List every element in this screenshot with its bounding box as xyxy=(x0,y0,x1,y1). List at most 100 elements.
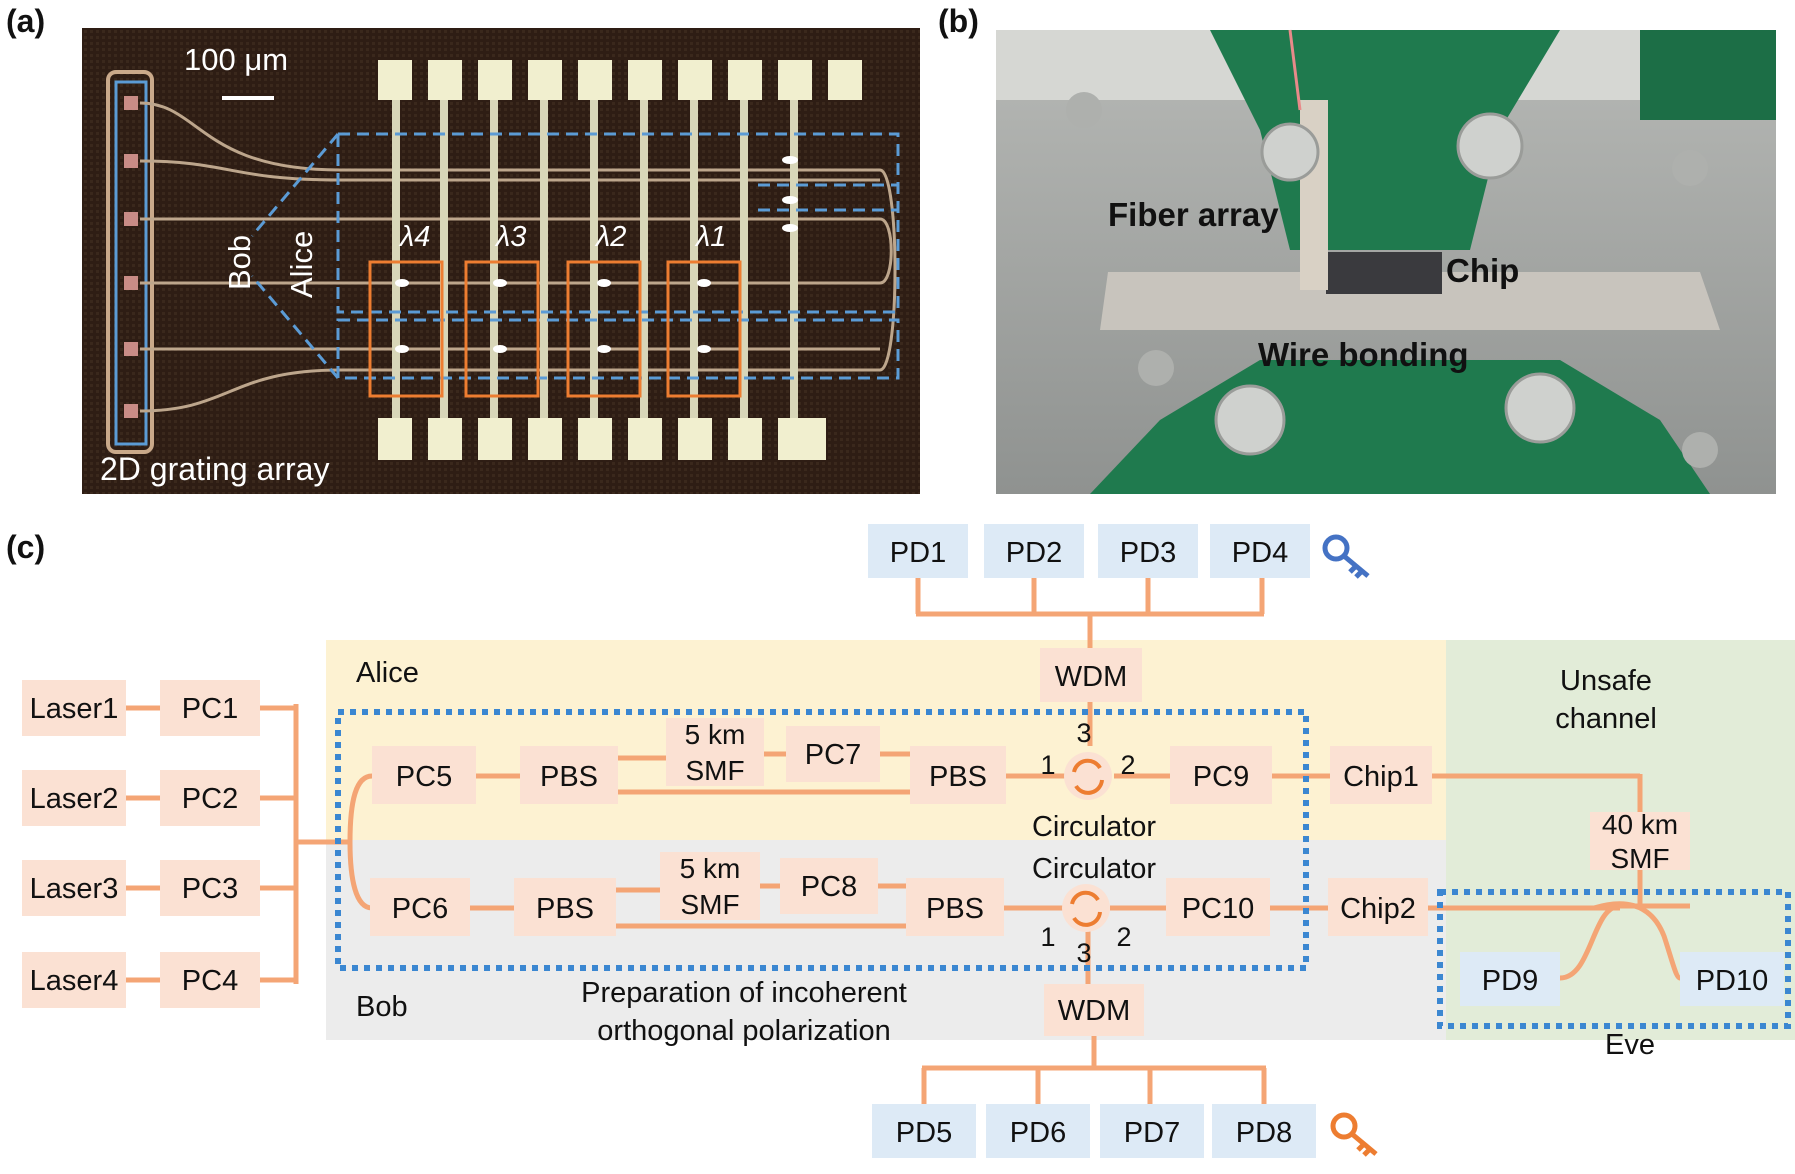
unsafe-label-line2: channel xyxy=(1555,703,1657,735)
circ-top-port2: 2 xyxy=(1120,750,1135,780)
circ-top-port1: 1 xyxy=(1040,750,1055,780)
bob-smf-line2: SMF xyxy=(680,889,739,920)
bob-wdm-label: WDM xyxy=(1058,995,1130,1027)
circulator-top: 3 1 2 Circulator xyxy=(1032,718,1156,843)
laser3-box xyxy=(22,860,126,916)
scale-bar-label: 100 μm xyxy=(184,42,288,77)
circ-bottom-port2: 2 xyxy=(1116,922,1131,952)
bob-pbs1-label: PBS xyxy=(536,893,594,925)
circ-bottom-port3: 3 xyxy=(1076,938,1091,968)
smf-40km-line2: SMF xyxy=(1610,843,1669,874)
bob-wdm-box xyxy=(1044,984,1144,1036)
fiber-strand xyxy=(1288,29,1302,111)
chip-label: Chip xyxy=(1446,252,1519,289)
lambda-3-label: λ3 xyxy=(494,221,526,253)
chip2-label: Chip2 xyxy=(1340,893,1416,925)
key-icon-blue xyxy=(1322,534,1370,579)
pc1-box xyxy=(160,680,260,736)
circ-bottom-port1: 1 xyxy=(1040,922,1055,952)
pd3-box xyxy=(1098,524,1198,578)
fiber-array-label: Fiber array xyxy=(1108,196,1279,233)
pd8-label: PD8 xyxy=(1236,1117,1292,1149)
laser-sources: Laser1 Laser2 Laser3 Laser4 PC1 PC2 PC3 … xyxy=(22,680,260,1008)
panel-label-c: (c) xyxy=(6,529,45,565)
pc7-box xyxy=(786,726,880,782)
pc10-label: PC10 xyxy=(1182,893,1255,925)
pd4-label: PD4 xyxy=(1232,537,1288,569)
fiber-lines xyxy=(126,576,1690,1104)
pd2-box xyxy=(984,524,1084,578)
grating-highlight xyxy=(114,80,148,446)
chip2-box xyxy=(1328,878,1428,936)
circ-bottom-label: Circulator xyxy=(1032,853,1156,885)
lambda-1-label: λ1 xyxy=(694,221,726,253)
pc9-box xyxy=(1170,746,1272,804)
eve-label: Eve xyxy=(1605,1029,1655,1061)
grating-frame xyxy=(106,70,154,454)
screw-4 xyxy=(1504,372,1576,444)
pd7-box xyxy=(1100,1104,1204,1158)
screw-1 xyxy=(1260,122,1320,182)
bob-pbs2-label: PBS xyxy=(926,893,984,925)
wire-bonding-label: Wire bonding xyxy=(1258,336,1469,373)
pc4-label: PC4 xyxy=(182,965,238,997)
prep-label-line2: orthogonal polarization xyxy=(597,1015,890,1047)
chip-die xyxy=(1326,252,1442,294)
smf-40km-box xyxy=(1590,812,1690,870)
alice-pbs1-box xyxy=(520,746,618,804)
alice-smf-line2: SMF xyxy=(685,755,744,786)
alice-chain: PC5 PBS 5 km SMF PC7 PBS PC9 Chip1 WDM xyxy=(372,648,1432,804)
pc6-label: PC6 xyxy=(392,893,448,925)
pd5-label: PD5 xyxy=(896,1117,952,1149)
alice-wdm-label: WDM xyxy=(1055,661,1127,693)
pd3-label: PD3 xyxy=(1120,537,1176,569)
pc5-box xyxy=(372,746,476,804)
laser4-label: Laser4 xyxy=(30,965,119,997)
circ-top-port3: 3 xyxy=(1076,718,1091,748)
region-bob-label: Bob xyxy=(356,991,408,1023)
grating-array-label: 2D grating array xyxy=(100,451,329,487)
screw-2 xyxy=(1456,112,1524,180)
bob-pbs2-box xyxy=(906,878,1004,936)
chip-carrier xyxy=(1100,272,1720,330)
pc2-box xyxy=(160,770,260,826)
alice-smf-line1: 5 km xyxy=(685,719,746,750)
eve-dotted-box xyxy=(1437,889,1791,1029)
bob-chain: PC6 PBS 5 km SMF PC8 PBS PC10 Chip2 WDM xyxy=(370,852,1428,1036)
circulator-top-arrow-icon xyxy=(1072,758,1102,773)
chip-label-bob: Bob xyxy=(222,235,257,290)
pc7-label: PC7 xyxy=(805,739,861,771)
chip-label-alice: Alice xyxy=(284,231,319,298)
pd9-box xyxy=(1460,952,1560,1006)
alice-wdm-box xyxy=(1040,648,1142,702)
laser2-box xyxy=(22,770,126,826)
pd9-label: PD9 xyxy=(1482,965,1538,997)
chip1-label: Chip1 xyxy=(1343,761,1419,793)
region-outlines xyxy=(250,132,900,380)
bottom-detectors: PD5 PD6 PD7 PD8 xyxy=(872,1104,1316,1158)
prep-dotted-box xyxy=(335,709,1309,971)
scale-bar xyxy=(222,96,274,100)
pd1-box xyxy=(868,524,968,578)
pc2-label: PC2 xyxy=(182,783,238,815)
alice-region xyxy=(326,640,1446,840)
alice-pbs2-box xyxy=(910,746,1006,804)
pcb-corner xyxy=(1640,30,1776,120)
wavelength-boxes xyxy=(368,260,742,398)
alice-pbs1-label: PBS xyxy=(540,761,598,793)
pc9-label: PC9 xyxy=(1193,761,1249,793)
bob-smf-line1: 5 km xyxy=(680,853,741,884)
pc1-label: PC1 xyxy=(182,693,238,725)
panel-label-b: (b) xyxy=(938,3,979,39)
pc3-box xyxy=(160,860,260,916)
bob-pbs1-box xyxy=(514,878,616,936)
setup-photo: Fiber array Chip Wire bonding xyxy=(996,29,1776,494)
laser4-box xyxy=(22,952,126,1008)
pc4-box xyxy=(160,952,260,1008)
prep-label-line1: Preparation of incoherent xyxy=(581,977,907,1009)
bolt-4 xyxy=(1682,432,1718,468)
pc3-label: PC3 xyxy=(182,873,238,905)
bolt-1 xyxy=(1672,150,1708,186)
pd7-label: PD7 xyxy=(1124,1117,1180,1149)
